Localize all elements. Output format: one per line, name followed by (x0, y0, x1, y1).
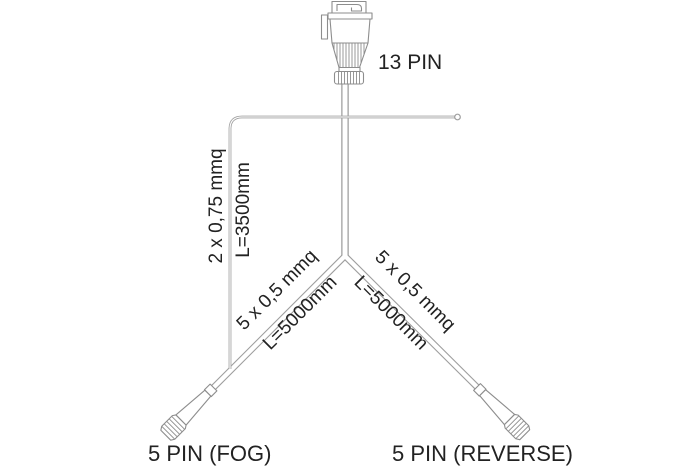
top-connector-label: 13 PIN (378, 51, 442, 74)
wire-terminal-ring (454, 113, 461, 121)
aux-wire (228, 113, 461, 369)
reverse-connector-drawing (473, 383, 531, 441)
connector-body (329, 18, 371, 44)
connector-side-tab (320, 14, 329, 40)
main-cable (211, 84, 480, 390)
connector-neck (338, 66, 361, 73)
reverse-connector-body (479, 389, 516, 426)
connector-latch (336, 3, 363, 12)
fog-connector-label: 5 PIN (FOG) (148, 441, 271, 466)
fog-connector-drawing (160, 383, 218, 441)
fog-connector-body (175, 389, 212, 426)
aux-cable-spec-label: 2 x 0,75 mmq (206, 148, 227, 263)
connector-flange (327, 12, 373, 20)
strain-relief-ribs (338, 71, 360, 84)
aux-cable-length-label: L=3500mm (233, 162, 254, 258)
fog-cap-ribs (161, 416, 185, 440)
13-pin-connector-drawing (320, 0, 373, 85)
reverse-cap-ribs (505, 415, 529, 439)
reverse-connector-label: 5 PIN (REVERSE) (392, 441, 573, 466)
